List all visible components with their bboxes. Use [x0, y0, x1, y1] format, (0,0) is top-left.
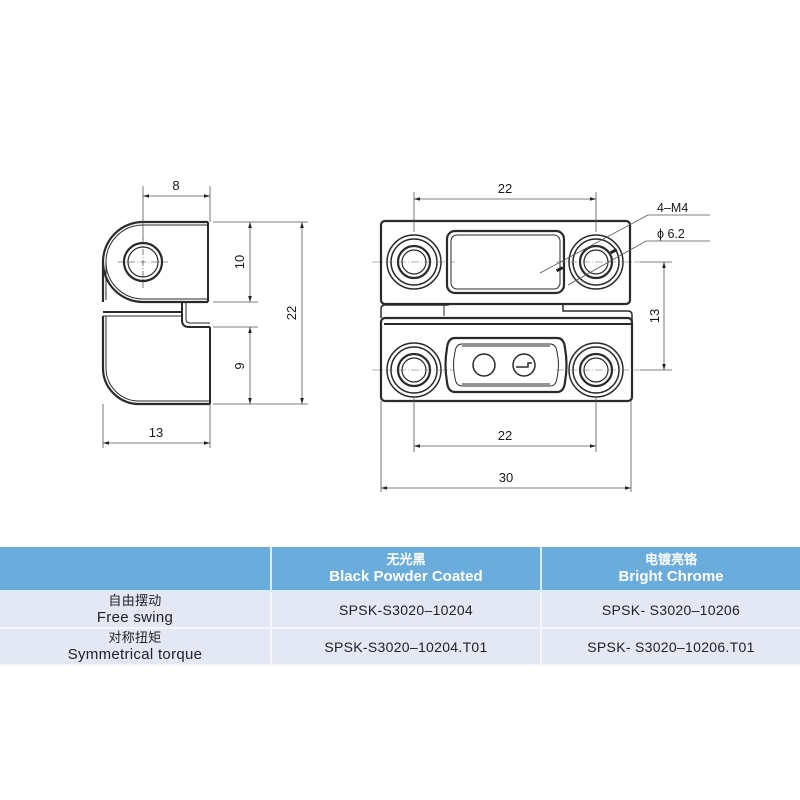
table-row: 对称扭矩 Symmetrical torque SPSK-S3020–10204… [0, 628, 800, 666]
cell-torque-chrome: SPSK- S3020–10206.T01 [541, 628, 800, 666]
dim-side-total-height: 22 [284, 306, 299, 320]
row-label-cn: 自由摆动 [108, 593, 162, 608]
callout-counterbore: ϕ 6.2 [657, 227, 685, 241]
table-header-row: 无光黑 Black Powder Coated 电镀亮铬 Bright Chro… [0, 547, 800, 592]
cell-free-swing-black: SPSK-S3020–10204 [271, 591, 542, 629]
table-row: 自由摆动 Free swing SPSK-S3020–10204 SPSK- S… [0, 591, 800, 629]
row-label-symmetrical-torque: 对称扭矩 Symmetrical torque [0, 628, 272, 666]
dim-side-bottom-width: 13 [149, 425, 163, 440]
header-chrome-cn: 电镀亮铬 [644, 552, 697, 567]
row-label-en: Symmetrical torque [67, 646, 203, 663]
header-black-en: Black Powder Coated [329, 568, 483, 585]
dim-side-lower-height: 9 [232, 362, 247, 369]
cell-torque-black: SPSK-S3020–10204.T01 [271, 628, 542, 666]
model-spec-table: 无光黑 Black Powder Coated 电镀亮铬 Bright Chro… [0, 547, 800, 666]
header-chrome-en: Bright Chrome [618, 568, 724, 585]
row-label-cn: 对称扭矩 [108, 630, 162, 645]
header-black-powder-coated: 无光黑 Black Powder Coated [271, 547, 542, 592]
mounting-holes [372, 234, 640, 398]
dim-front-hole-spacing-top: 22 [498, 181, 512, 196]
row-label-free-swing: 自由摆动 Free swing [0, 591, 272, 629]
header-black-cn: 无光黑 [386, 552, 426, 567]
technical-drawing: 8 13 10 9 22 [101, 178, 710, 492]
dim-front-total-width: 30 [499, 470, 513, 485]
cell-free-swing-chrome: SPSK- S3020–10206 [541, 591, 800, 629]
side-view [101, 220, 211, 406]
header-empty [0, 547, 272, 592]
dim-side-upper-height: 10 [232, 255, 247, 269]
front-view [379, 219, 634, 403]
header-bright-chrome: 电镀亮铬 Bright Chrome [541, 547, 800, 592]
side-view-dimensions [102, 186, 308, 448]
row-label-en: Free swing [96, 609, 174, 626]
callout-thread: 4–M4 [657, 201, 688, 215]
dim-front-vertical-spacing: 13 [647, 309, 662, 323]
dim-side-top-width: 8 [172, 178, 179, 193]
front-view-dimensions [380, 192, 710, 492]
dim-front-hole-spacing-bottom: 22 [498, 428, 512, 443]
